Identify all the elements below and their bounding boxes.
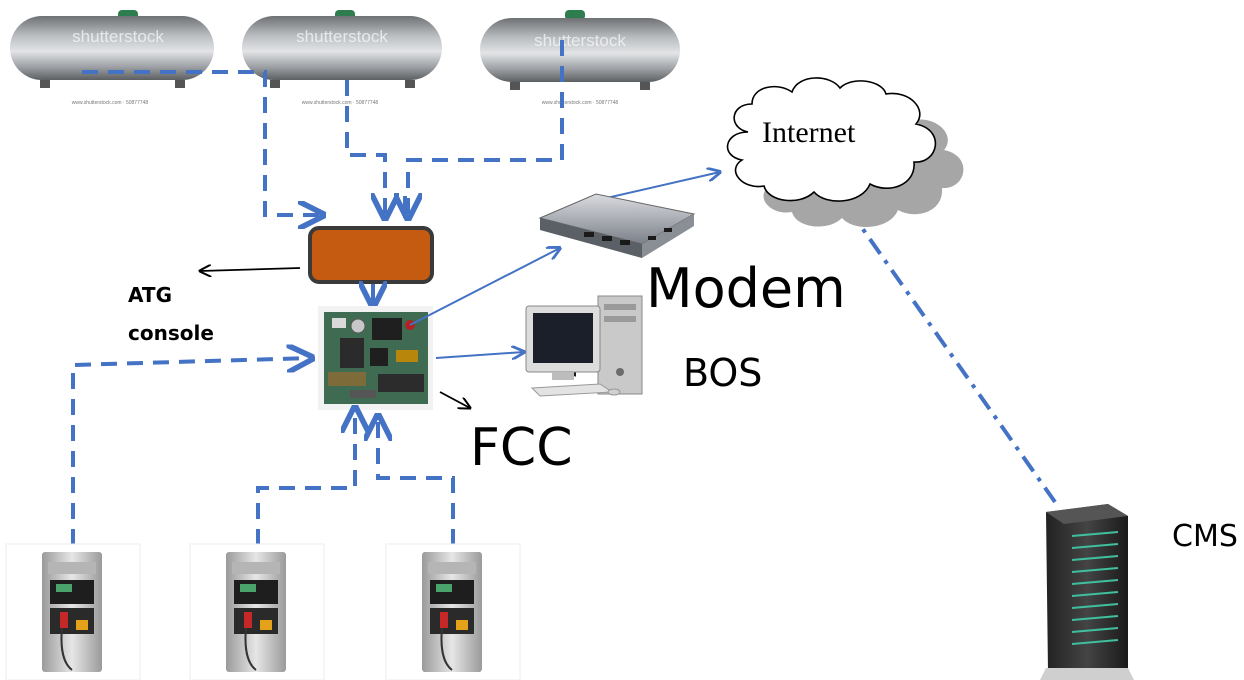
tank1-to-atg-link (82, 70, 323, 215)
fuel-pump-1 (5, 543, 141, 680)
pump3-to-fcc-link (378, 416, 455, 545)
atg-label-arrow (200, 268, 301, 271)
watermark-text: shutterstock (72, 27, 164, 46)
atg-console-label: ATG console (128, 283, 214, 345)
tank-links (82, 40, 564, 218)
fuel-pump-3 (385, 543, 521, 680)
fcc-to-bos-link (435, 352, 524, 358)
pump2-to-fcc-link (256, 408, 355, 545)
pump-links (71, 358, 455, 545)
cms-label: CMS (1172, 519, 1238, 554)
tank3-to-atg-link (408, 40, 564, 218)
atg-console-box (308, 226, 434, 284)
cms-server-icon (1040, 504, 1134, 680)
pump1-to-fcc-link (71, 358, 312, 545)
watermark-text: shutterstock (296, 27, 388, 46)
fcc-board-icon (318, 306, 433, 410)
fcc-label: FCC (470, 418, 573, 478)
image-caption: www.shutterstock.com · 50877748 (542, 100, 619, 106)
fcc-to-modem-link (409, 248, 560, 326)
fuel-pump-2 (189, 543, 325, 680)
storage-tank-3: shutterstock www.shutterstock.com · 5087… (480, 10, 680, 106)
watermark-text: shutterstock (534, 31, 626, 50)
fcc-label-arrow (439, 391, 470, 408)
internet-cloud-icon (726, 77, 964, 228)
bos-computer-icon (525, 295, 643, 397)
modem-to-internet-link (597, 172, 720, 201)
bos-label: BOS (683, 351, 763, 395)
storage-tank-1: shutterstock www.shutterstock.com · 5087… (10, 10, 214, 106)
image-caption: www.shutterstock.com · 50877748 (72, 100, 149, 106)
storage-tank-2: shutterstock www.shutterstock.com · 5087… (242, 10, 442, 106)
modem-label: Modem (646, 257, 846, 320)
internet-to-cms-link (846, 206, 1057, 504)
internet-label: Internet (762, 116, 856, 149)
tank2-to-atg-link (345, 80, 385, 218)
image-caption: www.shutterstock.com · 50877748 (302, 100, 379, 106)
